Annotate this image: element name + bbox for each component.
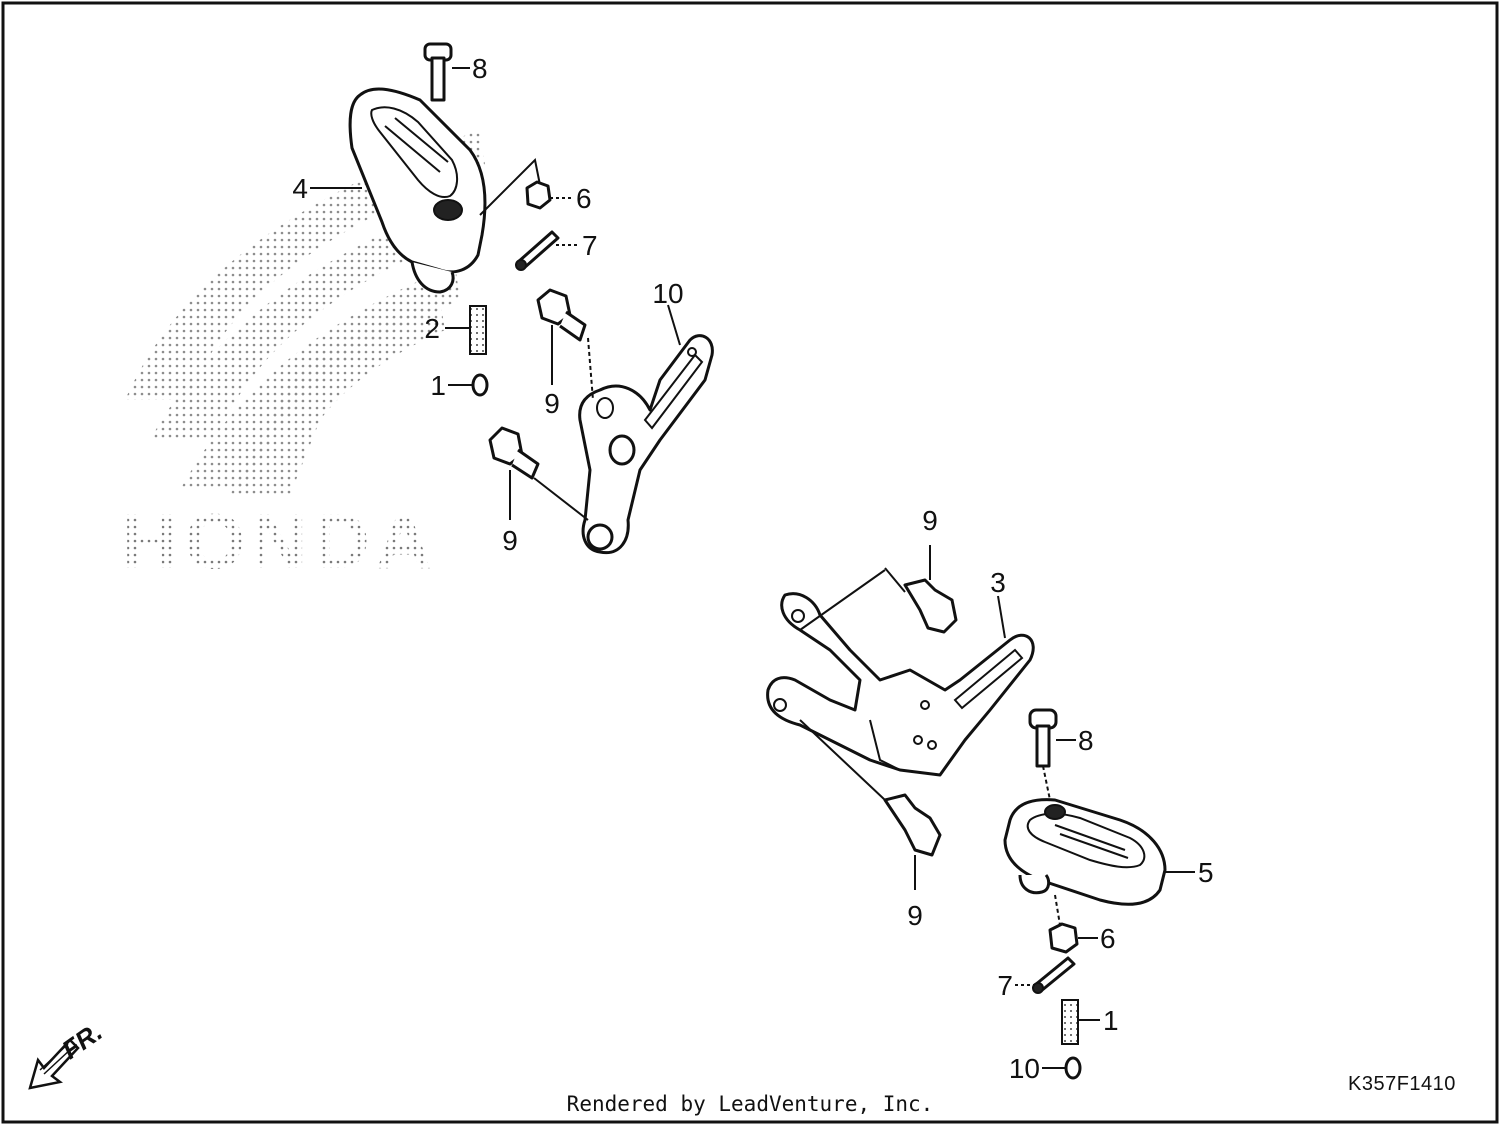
- pin-8-right: [1028, 708, 1076, 801]
- callout-9-left-lower: 9: [502, 525, 518, 556]
- bolt-9-left-lower: [488, 426, 589, 521]
- callout-8-right: 8: [1078, 725, 1094, 756]
- callout-10-right: 10: [1009, 1053, 1040, 1084]
- front-direction-arrow-icon: [28, 1038, 80, 1090]
- callout-9-left-upper: 9: [544, 388, 560, 419]
- footpeg-4: [310, 87, 487, 294]
- cotter-pin-7-left: [515, 230, 580, 271]
- callout-9-right-upper: 9: [922, 505, 938, 536]
- callout-10-left: 1: [430, 370, 446, 401]
- cotter-pin-7-right: [1015, 956, 1076, 994]
- bolt-9-right-upper: [884, 545, 958, 634]
- spring-1-left: [445, 305, 487, 355]
- callout-3: 3: [990, 567, 1006, 598]
- bolt-9-left-upper: [536, 288, 594, 401]
- spring-1-right: [1061, 999, 1100, 1045]
- bracket-2: [578, 304, 714, 555]
- callout-1-left: 2: [424, 313, 440, 344]
- nut-6-left: [525, 180, 574, 210]
- nut-6-right: [1048, 922, 1098, 954]
- callout-4: 4: [292, 173, 308, 204]
- washer-10-left: [448, 373, 489, 397]
- callout-2: 10: [652, 278, 683, 309]
- footpeg-5: [1003, 798, 1195, 926]
- callout-6-left: 6: [576, 183, 592, 214]
- rendered-by-footer: Rendered by LeadVenture, Inc.: [566, 1092, 934, 1116]
- honda-watermark-text: HONDA: [122, 497, 438, 585]
- callout-1-right: 1: [1103, 1005, 1119, 1036]
- callout-5: 5: [1198, 857, 1214, 888]
- figure-code: K357F1410: [1348, 1073, 1456, 1095]
- callout-7-left: 7: [582, 230, 598, 261]
- pin-8-left: [423, 42, 470, 102]
- callout-6-right: 6: [1100, 923, 1116, 954]
- bracket-3: [766, 569, 1035, 777]
- callout-8-left: 8: [472, 53, 488, 84]
- callout-7-right: 7: [997, 970, 1013, 1001]
- leader-footpeg-bracket: [479, 157, 541, 216]
- callout-9-right-lower: 9: [907, 900, 923, 931]
- bolt-9-right-lower: [799, 719, 942, 890]
- washer-10-right: [1042, 1056, 1082, 1080]
